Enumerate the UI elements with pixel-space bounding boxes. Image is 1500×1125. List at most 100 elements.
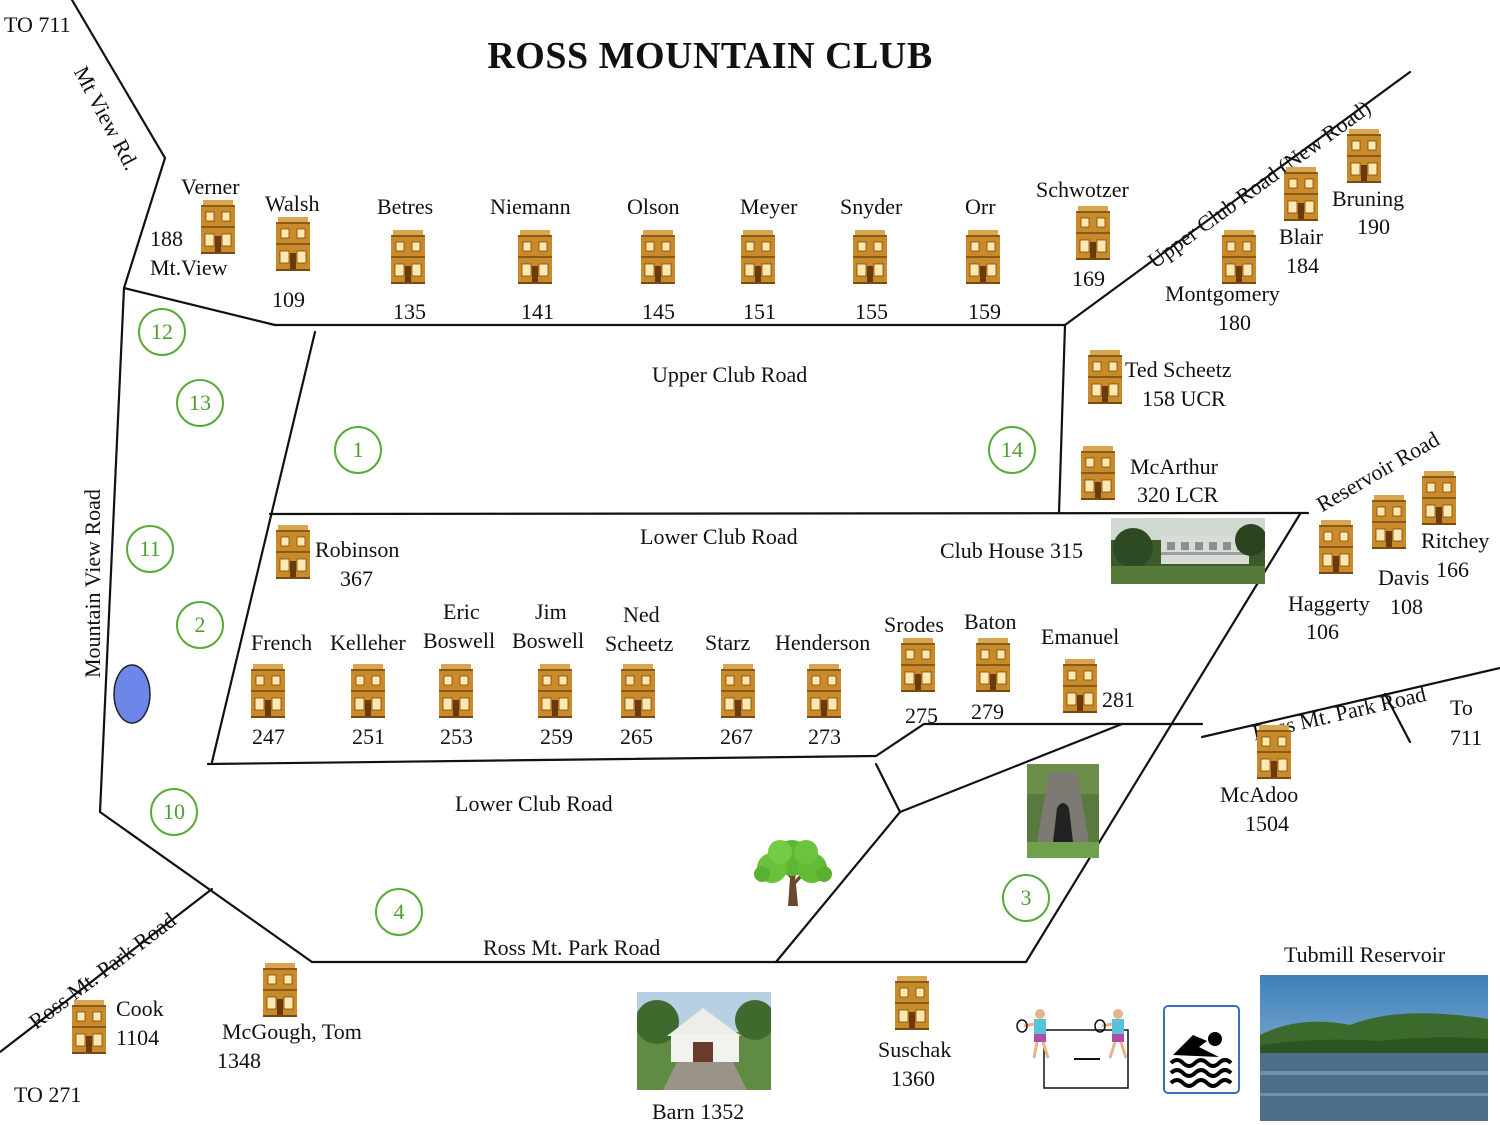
resident-name-orr: Orr <box>965 194 996 219</box>
house-icon <box>1075 206 1111 260</box>
house-icon <box>806 664 842 718</box>
house-icon <box>1346 129 1382 183</box>
resident-name-niemann: Niemann <box>490 194 571 219</box>
house-icon <box>262 963 298 1017</box>
house-number-walsh: 109 <box>272 287 305 312</box>
tubmill-reservoir-photo <box>1260 975 1488 1121</box>
resident-first-name-jim: Jim <box>535 599 567 624</box>
house-number-blair: 184 <box>1286 253 1319 278</box>
house-icon <box>1283 167 1319 221</box>
resident-name-baton: Baton <box>964 609 1017 634</box>
house-icon <box>275 217 311 271</box>
lower-club-road-label-bottom: Lower Club Road <box>455 791 613 816</box>
resident-name-schwotzer: Schwotzer <box>1036 177 1129 202</box>
house-number-mcarthur: 320 LCR <box>1137 482 1219 507</box>
house-number-niemann: 141 <box>521 299 554 324</box>
lot-marker-12: 12 <box>138 308 186 356</box>
house-number-emanuel: 281 <box>1102 687 1135 712</box>
resident-name-verner: Verner <box>181 174 240 199</box>
club-house-label: Club House 315 <box>940 538 1083 563</box>
resident-name-french: French <box>251 630 313 655</box>
house-icon <box>517 230 553 284</box>
house-icon <box>720 664 756 718</box>
house-icon <box>350 664 386 718</box>
lot-marker-10: 10 <box>150 788 198 836</box>
house-icon <box>250 664 286 718</box>
house-icon <box>852 230 888 284</box>
lot-marker-11: 11 <box>126 525 174 573</box>
house-icon <box>1318 520 1354 574</box>
lot-marker-1: 1 <box>334 426 382 474</box>
house-number-jim-boswell: 259 <box>540 724 573 749</box>
resident-name-snyder: Snyder <box>840 194 903 219</box>
house-number-haggerty: 106 <box>1306 619 1339 644</box>
resident-name-emanuel: Emanuel <box>1041 624 1120 649</box>
resident-name-srodes: Srodes <box>884 612 944 637</box>
house-icon <box>1256 725 1292 779</box>
tree-icon <box>754 840 832 906</box>
lot-marker-14: 14 <box>988 426 1036 474</box>
resident-name-kelleher: Kelleher <box>330 630 406 655</box>
house-number-davis: 108 <box>1390 594 1423 619</box>
upper-club-road-label: Upper Club Road <box>652 362 808 387</box>
swimming-icon <box>1163 1005 1240 1094</box>
house-number-snyder: 155 <box>855 299 888 324</box>
house-number-ned-scheetz: 265 <box>620 724 653 749</box>
resident-name-mcadoo: McAdoo <box>1220 782 1299 807</box>
barn-photo <box>637 992 771 1090</box>
house-icon <box>740 230 776 284</box>
lower-club-road-label: Lower Club Road <box>640 524 798 549</box>
house-icon <box>640 230 676 284</box>
resident-name-ted-scheetz: Ted Scheetz <box>1125 357 1232 382</box>
house-number-mcgough: 1348 <box>217 1048 261 1073</box>
house-number-baton: 279 <box>971 699 1004 724</box>
house-number-meyer: 151 <box>743 299 776 324</box>
resident-name-eric-boswell: Boswell <box>423 628 496 653</box>
to-711-label: TO 711 <box>4 12 71 37</box>
furnace-photo <box>1027 764 1099 858</box>
resident-name-mcgough: McGough, Tom <box>222 1019 362 1044</box>
tubmill-reservoir-label: Tubmill Reservoir <box>1284 942 1446 967</box>
resident-name-meyer: Meyer <box>740 194 798 219</box>
house-icon <box>900 638 936 692</box>
house-number-cook: 1104 <box>116 1025 160 1050</box>
mountain-view-road-label: Mountain View Road <box>80 489 105 678</box>
house-icon <box>975 638 1011 692</box>
house-number-orr: 159 <box>968 299 1001 324</box>
house-icon <box>200 200 236 254</box>
house-number-robinson: 367 <box>340 566 373 591</box>
to-711-right-label: To <box>1450 695 1473 720</box>
house-number-ted-scheetz: 158 UCR <box>1142 386 1226 411</box>
map-title: ROSS MOUNTAIN CLUB <box>487 35 933 77</box>
lot-marker-4: 4 <box>375 888 423 936</box>
lot-marker-3: 3 <box>1002 874 1050 922</box>
house-number-kelleher: 251 <box>352 724 385 749</box>
house-icon <box>1080 446 1116 500</box>
club-house-photo <box>1111 518 1265 584</box>
house-number-suschak: 1360 <box>891 1066 935 1091</box>
house-icon <box>390 230 426 284</box>
house-number-mcadoo: 1504 <box>1245 811 1289 836</box>
resident-name-ned-scheetz: Scheetz <box>605 631 674 656</box>
house-number-eric-boswell: 253 <box>440 724 473 749</box>
resident-name-haggerty: Haggerty <box>1288 591 1370 616</box>
ross-mt-park-road-label: Ross Mt. Park Road <box>483 935 661 960</box>
house-number-betres: 135 <box>393 299 426 324</box>
house-number-montgomery: 180 <box>1218 310 1251 335</box>
resident-name-betres: Betres <box>377 194 434 219</box>
resident-name-starz: Starz <box>705 630 751 655</box>
house-number-starz: 267 <box>720 724 753 749</box>
resident-name-olson: Olson <box>627 194 680 219</box>
house-icon <box>438 664 474 718</box>
resident-first-name-ned: Ned <box>623 602 660 627</box>
resident-name-jim-boswell: Boswell <box>512 628 585 653</box>
resident-name-robinson: Robinson <box>315 537 400 562</box>
house-number-french: 247 <box>252 724 285 749</box>
resident-name-cook: Cook <box>116 996 164 1021</box>
house-icon <box>1087 350 1123 404</box>
house-icon <box>1371 495 1407 549</box>
house-icon <box>1421 471 1457 525</box>
resident-name-blair: Blair <box>1279 224 1323 249</box>
